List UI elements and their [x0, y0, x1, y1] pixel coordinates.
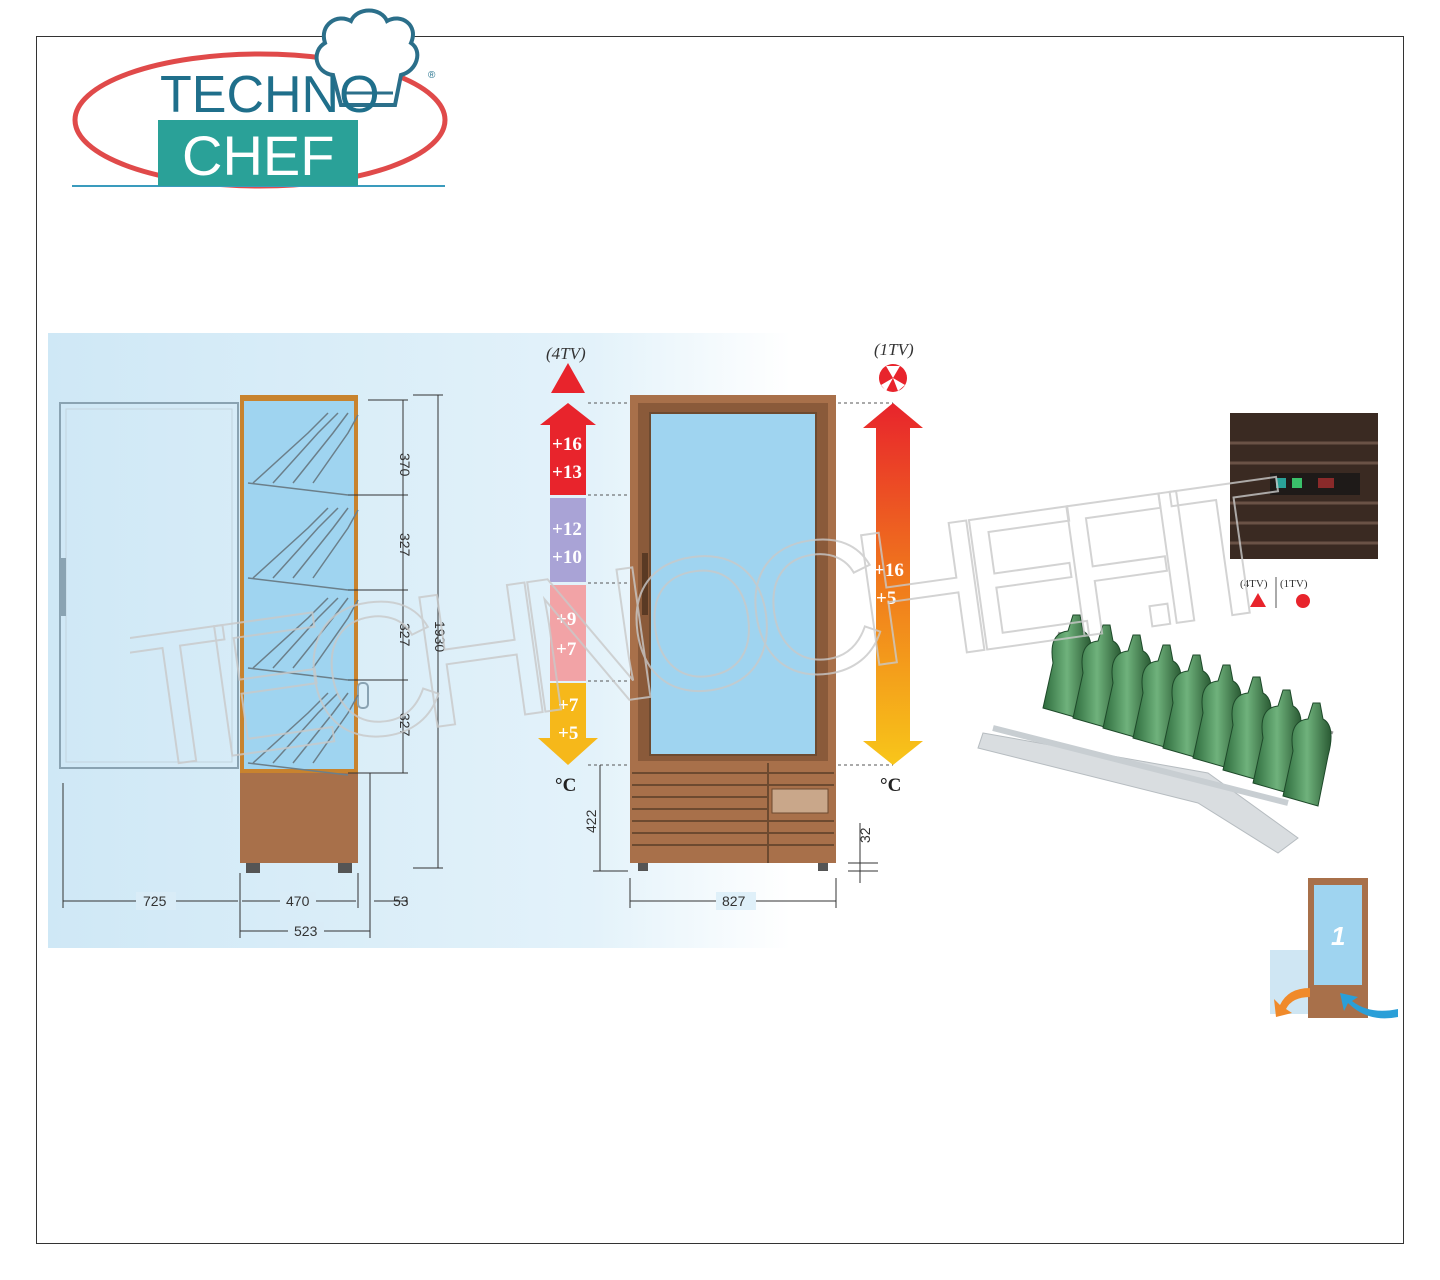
label-4tv: (4TV) — [546, 344, 586, 363]
logo-text-techno: TECHNO — [160, 66, 380, 124]
dim-foot-height: 32 — [857, 827, 873, 843]
unit-left: °C — [555, 775, 576, 796]
panel-label-4tv: (4TV) — [1240, 578, 1268, 590]
cabinet-base — [240, 773, 358, 863]
cabinet-glass — [244, 401, 354, 769]
switch-4tv — [1276, 478, 1286, 488]
zone-3-top: +9 — [556, 609, 576, 630]
dim-shelf-3: 327 — [397, 623, 413, 647]
bottles — [1042, 614, 1332, 807]
side-view: 370 327 327 327 1930 725 470 53 523 — [59, 394, 448, 940]
panel-fan-icon — [1296, 594, 1310, 608]
control-box — [771, 788, 829, 814]
logo-text-chef: CHEF — [182, 124, 334, 187]
unit-right: °C — [880, 775, 901, 796]
foot-left — [246, 863, 260, 873]
zone-2-bottom: +10 — [552, 547, 582, 568]
bottle-racks — [247, 412, 359, 776]
dim-front-width: 827 — [722, 893, 746, 909]
dim-base-height: 422 — [583, 809, 599, 833]
airflow-badge: 1 — [1270, 878, 1398, 1019]
door-handle — [60, 558, 66, 616]
dim-shelf-4: 327 — [397, 713, 413, 737]
page-frame — [36, 36, 1404, 1244]
rack-base — [977, 732, 1299, 854]
bottle-rack-illustration — [977, 614, 1334, 854]
diagram-background — [48, 333, 1038, 948]
front-glass-door — [649, 412, 817, 756]
zone-3 — [550, 585, 586, 681]
zone-4-bottom: +5 — [558, 723, 578, 744]
zone-2 — [550, 498, 586, 582]
zone-1-bottom: +13 — [552, 462, 582, 483]
zone-4-arrow — [538, 683, 598, 765]
zone-3-bottom: +7 — [556, 639, 577, 660]
zone-1-top: +16 — [552, 434, 582, 455]
zone-2-top: +12 — [552, 519, 582, 540]
range-1tv-arrow — [863, 403, 923, 765]
range-1tv-bottom: +5 — [876, 588, 896, 609]
dim-shelf-1: 370 — [397, 453, 413, 477]
panel-static-icon — [1250, 593, 1266, 607]
chef-hat-icon — [314, 8, 420, 107]
control-panel-photo: (4TV) (1TV) — [1230, 413, 1378, 608]
dim-handle-depth: 53 — [393, 893, 409, 909]
dim-door-width: 725 — [143, 893, 167, 909]
dim-total-depth: 523 — [294, 923, 318, 939]
static-cooling-icon — [551, 363, 585, 393]
logo-chef-box — [158, 120, 358, 186]
logo-registered-mark: ® — [428, 70, 436, 81]
front-door-handle — [642, 553, 648, 615]
zone-4-top: +7 — [558, 695, 579, 716]
airflow-out-arrow — [1274, 988, 1310, 1017]
technochef-logo: TECHNO ® CHEF — [72, 8, 448, 189]
dim-inner-depth: 470 — [286, 893, 310, 909]
product-diagram: 370 327 327 327 1930 725 470 53 523 (4TV… — [48, 333, 1398, 1019]
front-view: (4TV) +16 +13 +12 +10 +9 +7 +7 +5 °C — [538, 340, 923, 910]
front-louvres — [632, 763, 834, 863]
panel-label-1tv: (1TV) — [1280, 578, 1308, 590]
label-1tv: (1TV) — [874, 340, 914, 359]
switch-1tv — [1292, 478, 1302, 488]
dim-height-total: 1930 — [432, 621, 448, 652]
airflow-in-arrow — [1340, 993, 1398, 1019]
foot-right — [338, 863, 352, 873]
range-1tv-top: +16 — [874, 560, 904, 581]
airflow-number: 1 — [1331, 921, 1345, 951]
dim-shelf-2: 327 — [397, 533, 413, 557]
zone-1-arrow — [540, 403, 596, 495]
